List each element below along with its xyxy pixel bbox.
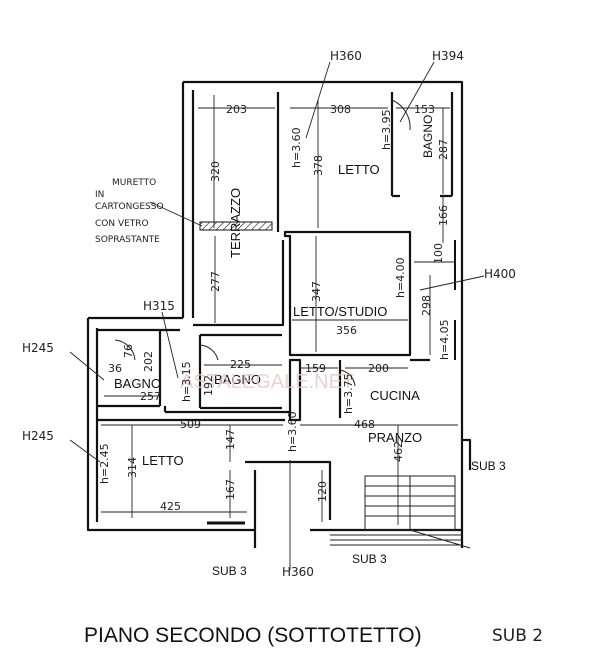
outer-wall-top <box>181 80 464 548</box>
room-bagno-left: BAGNO <box>114 376 161 391</box>
dim-h360-bottom: h=3.60 <box>286 411 299 452</box>
wall-bagno-mid <box>198 333 282 410</box>
dim-509: 509 <box>180 418 201 431</box>
sub2-handwritten: SUB 2 <box>492 626 543 646</box>
partition-wall-hatch <box>199 221 273 231</box>
room-letto-bottom: LETTO <box>142 453 184 468</box>
dim-203: 203 <box>226 103 247 116</box>
dimension-texts: 203 308 153 320 h=3.60 378 h=3.95 287 16… <box>98 103 451 513</box>
dim-468: 468 <box>354 418 375 431</box>
dim-298: 298 <box>420 295 433 316</box>
room-cucina: CUCINA <box>370 388 420 403</box>
dim-100: 100 <box>432 243 445 264</box>
wall-central-column <box>288 358 302 422</box>
wall-cucina <box>338 358 430 418</box>
dim-347: 347 <box>310 281 323 302</box>
sub3-bottom-mid: SUB 3 <box>352 552 387 566</box>
sub3-bottom-left: SUB 3 <box>212 564 247 578</box>
door-swings <box>114 99 411 387</box>
dim-159: 159 <box>305 362 326 375</box>
dim-425: 425 <box>160 500 181 513</box>
note-line-1: MURETTO <box>112 178 156 188</box>
wall-corridor <box>163 406 290 414</box>
room-letto-studio: LETTO/STUDIO <box>293 304 387 319</box>
muretto-note: MURETTO IN CARTONGESSO CON VETRO SOPRAST… <box>95 178 164 245</box>
dim-76: 76 <box>122 344 135 358</box>
stair-wall <box>245 460 332 530</box>
watermark: ASTALEGALE.NET <box>180 371 354 393</box>
dim-h315: h=3.15 <box>180 361 193 402</box>
dim-120: 120 <box>316 481 329 502</box>
dim-166: 166 <box>437 205 450 226</box>
leader-lines <box>69 61 485 570</box>
dim-36: 36 <box>108 362 122 375</box>
dim-462: 462 <box>392 441 405 462</box>
dim-356: 356 <box>336 324 357 337</box>
wall-right-extension <box>462 438 472 470</box>
height-h360-bottom: H360 <box>282 565 314 579</box>
dim-167: 167 <box>224 479 237 500</box>
dim-257: 257 <box>140 390 161 403</box>
dimension-lines <box>101 95 458 525</box>
height-h400: H400 <box>484 267 516 281</box>
note-line-4: CON VETRO <box>95 219 149 229</box>
dim-320: 320 <box>209 161 222 182</box>
height-h360-top: H360 <box>330 49 362 63</box>
dim-314: 314 <box>126 457 139 478</box>
dim-153: 153 <box>414 103 435 116</box>
dim-225: 225 <box>230 358 251 371</box>
dim-h360: h=3.60 <box>290 127 303 168</box>
dim-h375: h=3.75 <box>342 373 355 414</box>
dim-200: 200 <box>368 362 389 375</box>
dim-147: 147 <box>224 429 237 450</box>
note-line-5: SOPRASTANTE <box>95 235 160 245</box>
sub3-right: SUB 3 <box>471 459 506 473</box>
height-h315: H315 <box>143 299 175 313</box>
height-h245-b: H245 <box>22 429 54 443</box>
dim-192: 192 <box>202 375 215 396</box>
note-line-3: CARTONGESSO <box>95 202 164 212</box>
room-terrazzo: TERRAZZO <box>228 188 243 258</box>
dim-h400: h=4.00 <box>394 257 407 298</box>
dim-277: 277 <box>209 271 222 292</box>
dim-h245: h=2.45 <box>98 443 111 484</box>
staircase <box>330 475 471 549</box>
room-bagno-top: BAGNO <box>421 115 435 158</box>
dim-287: 287 <box>437 139 450 160</box>
height-h245-a: H245 <box>22 341 54 355</box>
outer-wall-left <box>86 316 255 532</box>
wall-terrazzo-bottom <box>193 240 285 327</box>
dim-202: 202 <box>142 351 155 372</box>
dim-h395: h=3.95 <box>380 109 393 150</box>
room-letto-top: LETTO <box>338 162 380 177</box>
room-bagno-mid: BAGNO <box>214 372 261 387</box>
note-line-2: IN <box>95 190 104 200</box>
dim-h405: h=4.05 <box>438 319 451 360</box>
page-title: PIANO SECONDO (SOTTOTETTO) <box>84 624 422 647</box>
windows <box>207 240 456 525</box>
dim-378: 378 <box>312 155 325 176</box>
height-h394: H394 <box>432 49 464 63</box>
room-pranzo: PRANZO <box>368 430 422 445</box>
walls <box>86 80 472 548</box>
wall-letto-studio <box>283 230 412 357</box>
dim-308: 308 <box>330 103 351 116</box>
